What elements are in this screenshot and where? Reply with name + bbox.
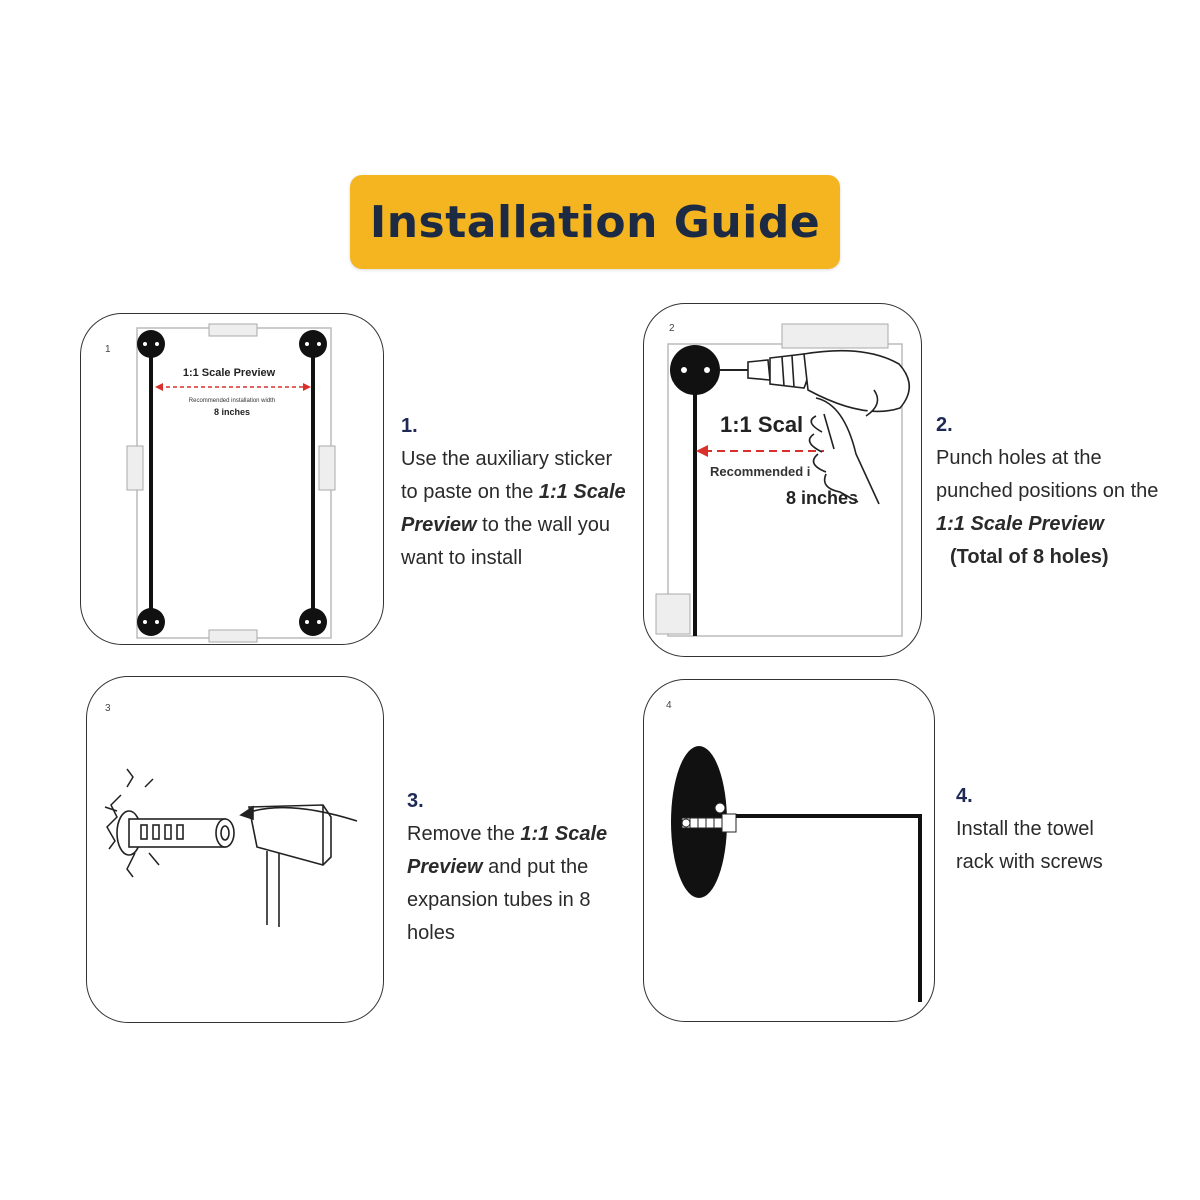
step-4-number: 4. <box>956 785 973 807</box>
step-1-text-a: Use the auxiliary sticker to paste on th… <box>401 448 613 503</box>
panel-step-2: 2 1:1 Scal Recommended i 8 inches <box>643 303 922 657</box>
step-2-hole-count: (Total of 8 holes) <box>950 546 1109 568</box>
mount-hole-icon <box>670 345 720 395</box>
step-3-number: 3. <box>407 790 424 812</box>
step-1-instructions: 1. Use the auxiliary sticker to paste on… <box>401 410 631 575</box>
step-1-text-b: to the wall you want to install <box>401 514 611 569</box>
step-1-emphasis: 1:1 Scale Preview <box>401 481 626 536</box>
screw-icon <box>681 802 737 833</box>
mount-hole-icon <box>299 330 327 358</box>
wall-crack-icon <box>104 768 160 878</box>
panel-4-illustration: 4 <box>666 700 922 1002</box>
panel-step-3: 3 <box>86 676 384 1023</box>
panel-1-illustration: 1 1:1 Scale Preview Recommended installa… <box>105 323 336 643</box>
recommended-width-label: Recommended installation width <box>189 398 275 404</box>
step-3-emphasis: 1:1 Scale Preview <box>407 823 608 878</box>
recommended-width-label: Recommended i <box>710 464 810 479</box>
step-3-text-a: Remove the <box>407 823 521 845</box>
step-2-number: 2. <box>936 414 953 436</box>
expansion-tube-icon <box>116 810 235 856</box>
step-1-number: 1. <box>401 415 418 437</box>
mount-hole-icon <box>137 608 165 636</box>
sticker-left <box>126 445 144 491</box>
scale-preview-label: 1:1 Scale Preview <box>183 367 276 379</box>
step-2-instructions: 2. Punch holes at the punched positions … <box>936 409 1166 574</box>
mount-hole-icon <box>299 608 327 636</box>
panel-step-4: 4 <box>643 679 935 1022</box>
step-3-instructions: 3. Remove the 1:1 Scale Preview and put … <box>407 785 617 950</box>
mount-hole-icon <box>137 330 165 358</box>
panel-1-number: 1 <box>105 344 111 355</box>
towel-rack-bar <box>736 814 922 1002</box>
page-title: Installation Guide <box>369 196 821 248</box>
step-3-text-b: and put the expansion tubes in 8 holes <box>407 856 591 944</box>
panel-4-number: 4 <box>666 700 672 711</box>
step-2-emphasis: 1:1 Scale Preview <box>936 513 1104 535</box>
panel-3-number: 3 <box>105 703 111 714</box>
title-badge: Installation Guide <box>350 175 840 269</box>
step-2-text-a: Punch holes at the punched positions on … <box>936 447 1159 502</box>
drill-icon <box>720 349 911 505</box>
step-4-instructions: 4. Install the towel rack with screws <box>956 780 1126 879</box>
scale-preview-label: 1:1 Scal <box>720 412 803 437</box>
sticker-top <box>208 323 258 337</box>
width-value-label: 8 inches <box>214 407 250 417</box>
panel-2-illustration: 2 1:1 Scal Recommended i 8 inches <box>655 323 911 637</box>
sticker-right <box>318 445 336 491</box>
panel-3-illustration: 3 <box>104 703 358 927</box>
sticker-bottom <box>208 629 258 643</box>
hammer-icon <box>239 804 358 927</box>
sticker-bottom-left <box>655 593 691 635</box>
sticker-top <box>781 323 889 349</box>
panel-2-number: 2 <box>669 323 675 334</box>
panel-step-1: 1 1:1 Scale Preview Recommended installa… <box>80 313 384 645</box>
width-value-label: 8 inches <box>786 488 858 508</box>
step-4-text-a: Install the towel rack with screws <box>956 818 1103 873</box>
